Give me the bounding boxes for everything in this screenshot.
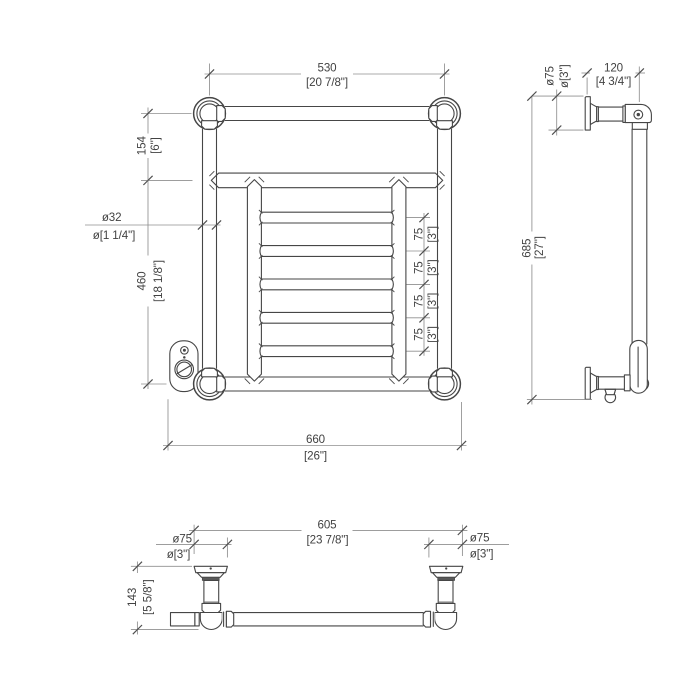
- dim-75-mm-3: 75: [412, 295, 425, 308]
- inner-tubes: [244, 176, 409, 385]
- dim-75-in-3: [3"]: [426, 293, 439, 310]
- side-bottom-fitting: [584, 366, 631, 404]
- dim-o75s-mm: ø75: [544, 66, 557, 86]
- dim-120-mm: 120: [604, 62, 623, 75]
- bracket-bottom-left: [192, 367, 227, 401]
- bottom-view: 605 [23 7/8"] ø75 ø[3"] ø75 ø[3"]: [126, 519, 509, 635]
- dim-605-in: [23 7/8"]: [307, 533, 349, 546]
- dim-120-in: [4 3/4"]: [596, 75, 632, 88]
- dim-flange-span: 605 [23 7/8"]: [188, 519, 468, 556]
- side-view: 120 [4 3/4"] ø75 ø[3"] 685 [: [521, 62, 652, 405]
- dim-685-mm: 685: [521, 239, 534, 258]
- dim-overall-height: 685 [27"]: [521, 90, 592, 405]
- dim-tube-dia: ø32 ø[1 1/4"]: [85, 211, 222, 242]
- dim-75-mm-1: 75: [412, 228, 425, 241]
- bottom-bracket-right: [422, 565, 464, 631]
- frame-top-bar: [210, 172, 444, 189]
- dim-overall-width: 660 [26"]: [162, 399, 467, 463]
- dim-154-in: [6"]: [149, 137, 162, 154]
- dim-460-mm: 460: [136, 271, 149, 290]
- dim-75-in-1: [3"]: [426, 226, 439, 243]
- dim-75-mm-2: 75: [412, 261, 425, 274]
- bracket-bottom-right: [427, 367, 462, 401]
- bracket-top-right: [427, 96, 462, 131]
- dim-75-in-4: [3"]: [426, 326, 439, 343]
- dim-75-in-2: [3"]: [426, 259, 439, 276]
- dim-flange-dia-left: ø75 ø[3"]: [156, 533, 233, 561]
- dim-75-mm-4: 75: [412, 328, 425, 341]
- dim-154-mm: 154: [135, 136, 148, 156]
- dim-143-in: [5 5/8"]: [141, 579, 154, 615]
- dim-605-mm: 605: [317, 519, 336, 532]
- side-tube: [631, 128, 648, 345]
- dim-685-in: [27"]: [533, 236, 546, 259]
- dim-o32-in: ø[1 1/4"]: [93, 229, 136, 242]
- bottom-rail-plan: [233, 612, 424, 627]
- outer-tubes: [201, 128, 453, 369]
- front-view: 530 [20 7/8"] 154 [6"] ø32 ø[1 1/4"]: [85, 62, 467, 463]
- bottom-element: [169, 612, 200, 627]
- top-rail: [224, 105, 430, 122]
- side-top-fitting: [584, 96, 652, 131]
- mitre-marks-bar: [209, 170, 445, 190]
- dim-o75bl-in: ø[3"]: [167, 548, 191, 561]
- dim-660-mm: 660: [306, 433, 325, 446]
- dim-wall-projection: 143 [5 5/8"]: [126, 561, 199, 635]
- dim-rung-pitch: 75 [3"] 75 [3"] 75 [3"] 75 [3"]: [406, 212, 439, 357]
- electric-element: [169, 340, 199, 393]
- dim-flange-dia-side: ø75 ø[3"]: [531, 64, 584, 136]
- dim-o75br-mm: ø75: [470, 531, 490, 544]
- dim-flange-dia-right: ø75 ø[3"]: [423, 531, 509, 560]
- bottom-bracket-left: [193, 565, 235, 631]
- rungs: [258, 209, 395, 360]
- dim-projection-top: 120 [4 3/4"]: [581, 62, 645, 102]
- dim-660-in: [26"]: [304, 450, 327, 463]
- dim-530-in: [20 7/8"]: [306, 76, 348, 89]
- dim-o75s-in: ø[3"]: [558, 64, 571, 88]
- dim-o75bl-mm: ø75: [172, 533, 192, 546]
- bracket-top-left: [192, 96, 227, 131]
- dim-o75br-in: ø[3"]: [470, 547, 494, 560]
- dim-rail-centres: 530 [20 7/8"]: [204, 62, 450, 96]
- dim-frame-height: 460 [18 1/8"]: [136, 180, 167, 390]
- dim-top-drop: 154 [6"]: [135, 107, 193, 186]
- dim-143-mm: 143: [126, 588, 139, 607]
- dim-o32-mm: ø32: [102, 211, 122, 224]
- side-element-capsule: [629, 339, 648, 394]
- dim-460-in: [18 1/8"]: [152, 260, 165, 302]
- dim-530-mm: 530: [317, 62, 336, 75]
